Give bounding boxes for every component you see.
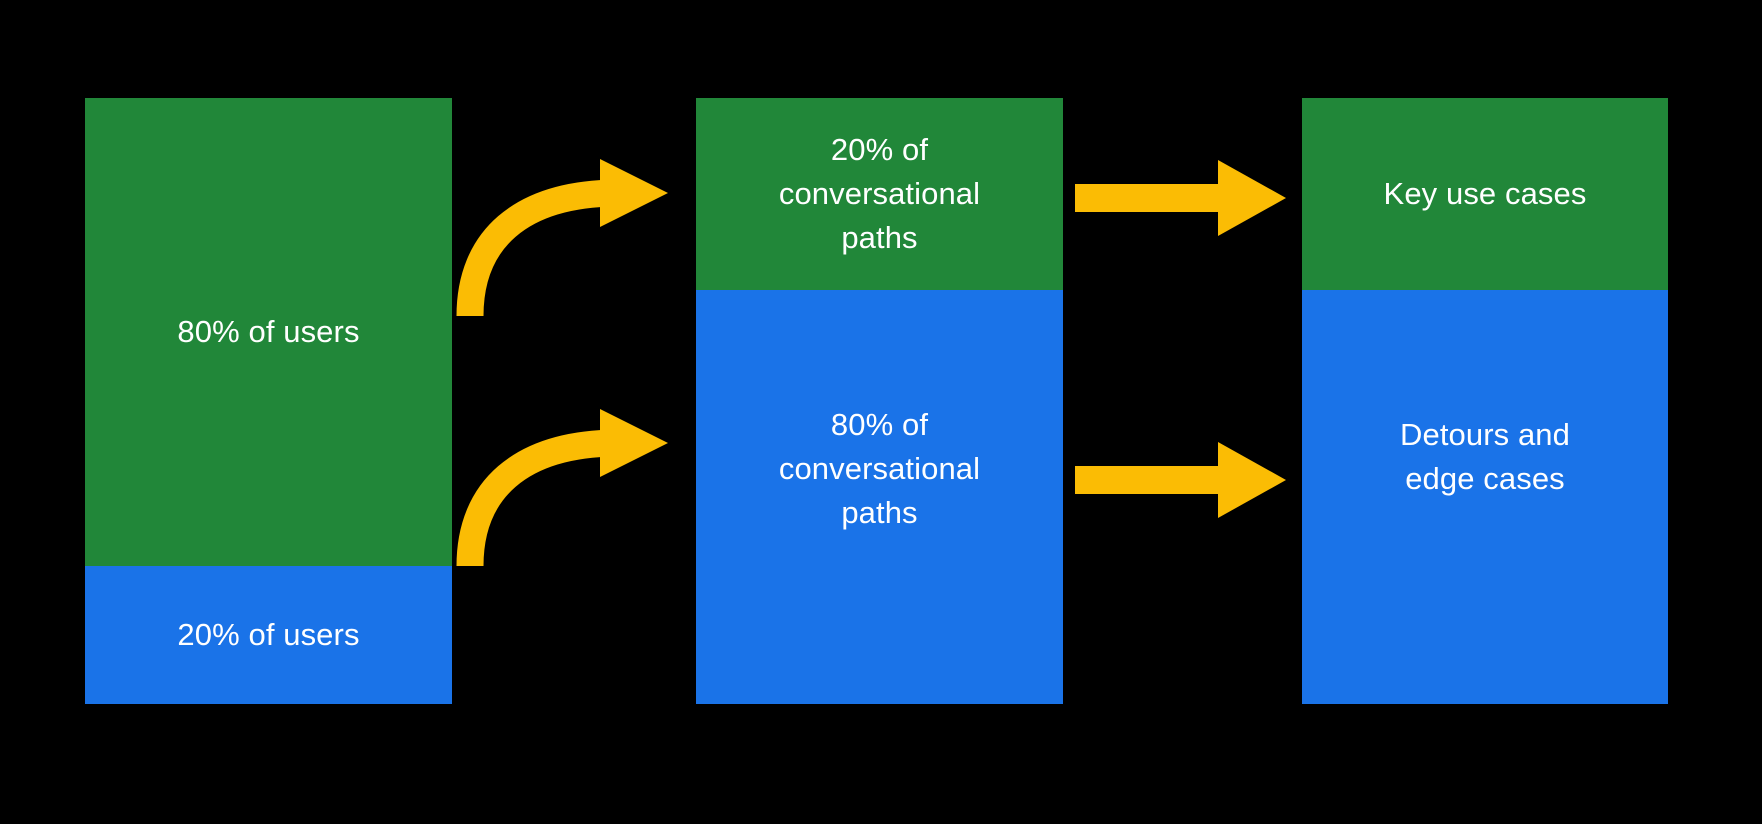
- use-cases-column: Key use cases Detours and edge cases: [1302, 98, 1668, 704]
- straight-arrow-upper-head: [1218, 160, 1286, 236]
- curved-arrow-lower-shaft: [456, 429, 617, 567]
- segment-detours-edge-cases-label: Detours and edge cases: [1400, 416, 1570, 496]
- straight-arrow-lower-shaft: [1075, 466, 1220, 494]
- curved-arrow-upper-shaft: [456, 179, 617, 317]
- segment-paths-majority-label: 80% of conversational paths: [778, 406, 981, 531]
- segment-users-majority[interactable]: 80% of users: [85, 98, 452, 566]
- straight-arrow-upper-shaft: [1075, 184, 1220, 212]
- conversational-paths-column: 20% of conversational paths 80% of conve…: [696, 98, 1063, 704]
- curved-arrow-upper-head: [600, 159, 668, 227]
- curved-arrow-lower-head: [600, 409, 668, 477]
- segment-paths-majority[interactable]: 80% of conversational paths: [696, 290, 1063, 704]
- segment-paths-minority-label: 20% of conversational paths: [778, 131, 981, 256]
- segment-users-minority[interactable]: 20% of users: [85, 566, 452, 704]
- curved-arrow-users-minority-to-paths-majority: [456, 409, 668, 567]
- segment-key-use-cases[interactable]: Key use cases: [1302, 98, 1668, 290]
- straight-arrow-paths-majority-to-detours: [1075, 442, 1286, 518]
- straight-arrow-lower-head: [1218, 442, 1286, 518]
- segment-paths-minority[interactable]: 20% of conversational paths: [696, 98, 1063, 290]
- curved-arrow-users-majority-to-paths-minority: [456, 159, 668, 317]
- users-column: 80% of users 20% of users: [85, 98, 452, 704]
- segment-key-use-cases-label: Key use cases: [1383, 175, 1587, 211]
- segment-users-minority-label: 20% of users: [177, 616, 360, 652]
- segment-users-majority-label: 80% of users: [177, 313, 360, 349]
- segment-detours-edge-cases[interactable]: Detours and edge cases: [1302, 290, 1668, 704]
- straight-arrow-paths-minority-to-key-use-cases: [1075, 160, 1286, 236]
